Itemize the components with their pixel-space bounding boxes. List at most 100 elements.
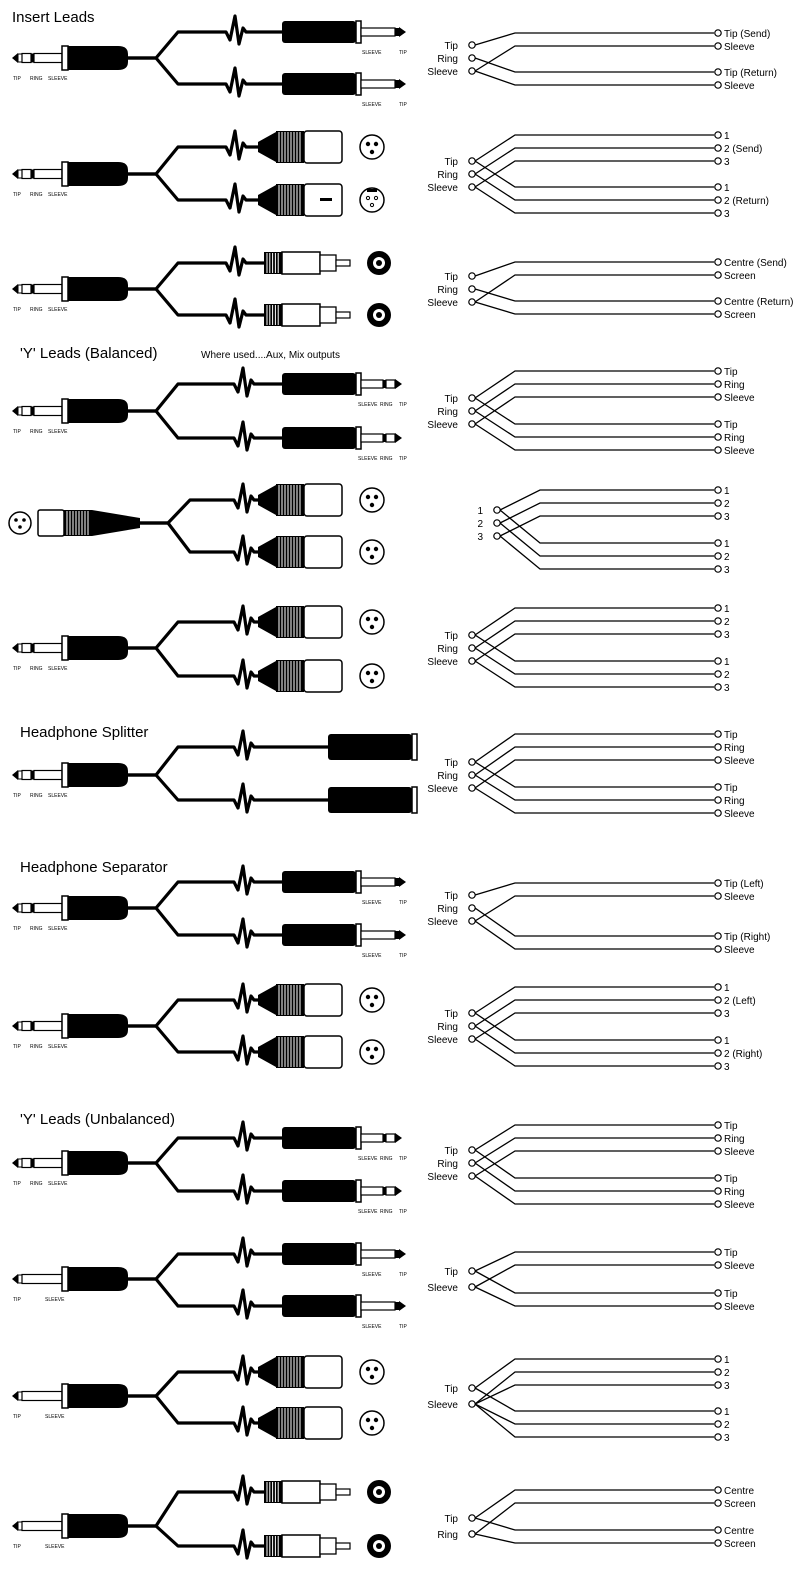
pin-terminal-icon [714, 183, 722, 191]
wire [474, 383, 714, 412]
pin-terminal-icon [714, 1174, 722, 1182]
wire [499, 515, 714, 537]
pin-label-right: Tip [724, 1121, 738, 1132]
cable-branch-bottom [126, 172, 264, 214]
pin-terminal-icon [468, 631, 476, 639]
plug-label-tip: TIP [13, 1544, 21, 1550]
plug-label-sleeve: SLEEVE [362, 1324, 382, 1330]
plug-label-tip: TIP [399, 1156, 407, 1162]
wire [499, 489, 714, 511]
cable-branch-bottom [126, 1394, 264, 1437]
pin-label-left: Sleeve [427, 657, 458, 668]
cable-branch-bottom [126, 1277, 284, 1320]
pin-terminal-icon [468, 771, 476, 779]
pin-terminal-icon [714, 367, 722, 375]
pin-terminal-icon [468, 1146, 476, 1154]
pin-label-right: 2 (Left) [724, 996, 756, 1007]
pin-label-right: Tip (Return) [724, 68, 777, 79]
pin-label-left: Ring [437, 54, 458, 65]
pin-terminal-icon [714, 157, 722, 165]
cable-branch-bottom [126, 1524, 268, 1560]
pin-terminal-icon [714, 433, 722, 441]
plug-label-sleeve: SLEEVE [48, 192, 68, 198]
pin-terminal-icon [714, 617, 722, 625]
plug-label-sleeve: SLEEVE [358, 456, 378, 462]
plug-label-sleeve: SLEEVE [362, 50, 382, 56]
rca-plug-icon [264, 251, 391, 275]
plug-label-tip: TIP [13, 429, 21, 435]
pin-terminal-icon [714, 512, 722, 520]
xlr-face-icon [359, 539, 385, 565]
plug-label-sleeve: SLEEVE [48, 307, 68, 313]
pin-label-right: 3 [724, 1009, 730, 1020]
cable-branch-top [126, 982, 264, 1028]
pin-label-right: 1 [724, 983, 730, 994]
pin-label-right: Tip [724, 420, 738, 431]
pin-terminal-icon [714, 1407, 722, 1415]
plug-label-ring: RING [30, 429, 43, 435]
pin-terminal-icon [714, 144, 722, 152]
trs-jack-plug-icon [12, 45, 128, 71]
pin-terminal-icon [714, 1062, 722, 1070]
wire [474, 410, 714, 438]
pin-terminal-icon [714, 1187, 722, 1195]
pin-label-left: Sleeve [427, 67, 458, 78]
xlr-face-icon [359, 1410, 385, 1436]
xlr-face-icon [359, 1039, 385, 1065]
pin-terminal-icon [714, 42, 722, 50]
pin-label-right: Sleeve [724, 446, 755, 457]
xlr-face-icon [359, 609, 385, 635]
wire [474, 1038, 714, 1067]
wire [474, 1502, 714, 1535]
pin-label-right: Tip [724, 1174, 738, 1185]
pin-label-right: 1 [724, 1036, 730, 1047]
pin-terminal-icon [468, 1159, 476, 1167]
xlr-face-icon [359, 1359, 385, 1385]
pin-label-right: Sleeve [724, 756, 755, 767]
pin-terminal-icon [714, 209, 722, 217]
pin-label-right: Ring [724, 743, 745, 754]
pin-terminal-icon [468, 170, 476, 178]
pin-label-right: Centre (Return) [724, 297, 793, 308]
pin-label-right: Sleeve [724, 892, 755, 903]
cable-branch-bottom [126, 409, 284, 452]
plug-label-sleeve: SLEEVE [362, 953, 382, 959]
pin-terminal-icon [714, 258, 722, 266]
plug-label-tip: TIP [399, 1272, 407, 1278]
pin-terminal-icon [468, 657, 476, 665]
wire [474, 733, 714, 763]
pin-label-right: Tip [724, 783, 738, 794]
trs-jack-plug-icon [282, 1126, 402, 1150]
wire [474, 1162, 714, 1192]
pin-label-left: 2 [477, 519, 483, 530]
plug-label-ring: RING [380, 402, 393, 408]
pin-terminal-icon [468, 1384, 476, 1392]
pin-label-left: Ring [437, 771, 458, 782]
pin-terminal-icon [468, 183, 476, 191]
pin-label-right: 3 [724, 630, 730, 641]
pin-label-left: Sleeve [427, 420, 458, 431]
pin-label-right: 1 [724, 183, 730, 194]
pin-terminal-icon [468, 272, 476, 280]
pin-terminal-icon [468, 1009, 476, 1017]
trs-jack-plug-icon [12, 895, 128, 921]
ts-jack-plug-icon [282, 20, 406, 44]
cable-branch-top [126, 604, 264, 650]
pin-label-left: Sleeve [427, 784, 458, 795]
pin-terminal-icon [714, 1289, 722, 1297]
pin-terminal-icon [468, 904, 476, 912]
plug-label-tip: TIP [13, 307, 21, 313]
trs-jack-plug-icon [12, 762, 128, 788]
pin-label-right: 2 [724, 552, 730, 563]
ts-jack-plug-icon [282, 72, 406, 96]
wire [474, 882, 714, 896]
pin-terminal-icon [468, 394, 476, 402]
pin-label-right: Tip [724, 730, 738, 741]
pin-label-right: 1 [724, 486, 730, 497]
pin-label-left: Ring [437, 1022, 458, 1033]
pin-terminal-icon [714, 1049, 722, 1057]
trs-jack-plug-icon [12, 1013, 128, 1039]
